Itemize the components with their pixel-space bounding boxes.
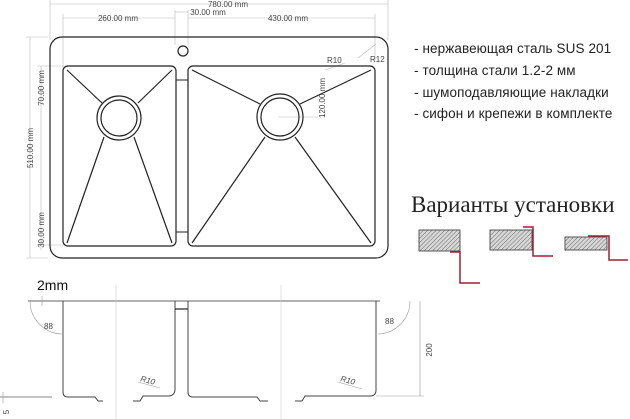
sink-top-view [49, 36, 389, 259]
svg-text:88: 88 [44, 322, 53, 331]
svg-text:R10: R10 [327, 56, 342, 65]
install-variants-title: Варианты установки [411, 192, 615, 217]
svg-text:88: 88 [385, 317, 394, 326]
svg-text:70.00 mm: 70.00 mm [37, 70, 46, 106]
svg-text:R10: R10 [139, 374, 156, 387]
side-view-annotations [2, 296, 424, 403]
spec-item: - толщина стали 1.2-2 мм [414, 63, 576, 78]
sink-side-view [0, 285, 380, 419]
spec-item: - нержавеющая сталь SUS 201 [414, 41, 612, 56]
svg-text:R12: R12 [370, 55, 385, 64]
svg-text:30.00 mm: 30.00 mm [190, 8, 226, 17]
svg-text:430.00 mm: 430.00 mm [268, 14, 308, 23]
install-variant-3 [564, 235, 628, 261]
svg-text:780.00 mm: 780.00 mm [208, 0, 248, 9]
spec-item: - сифон и крепежи в комплекте [414, 106, 613, 121]
install-variant-2 [489, 226, 553, 257]
spec-item: - шумоподавляющие накладки [414, 85, 609, 100]
svg-text:120.00 mm: 120.00 mm [318, 78, 327, 118]
svg-text:R10: R10 [339, 374, 356, 387]
svg-text:510.00 mm: 510.00 mm [26, 128, 35, 168]
thickness-label: 2mm [37, 277, 69, 293]
svg-text:5: 5 [2, 409, 11, 414]
dimension-lines [26, 0, 389, 259]
svg-text:260.00 mm: 260.00 mm [98, 14, 138, 23]
install-variant-1 [418, 229, 480, 284]
svg-text:200: 200 [425, 343, 434, 357]
svg-text:30.00 mm: 30.00 mm [37, 212, 46, 248]
